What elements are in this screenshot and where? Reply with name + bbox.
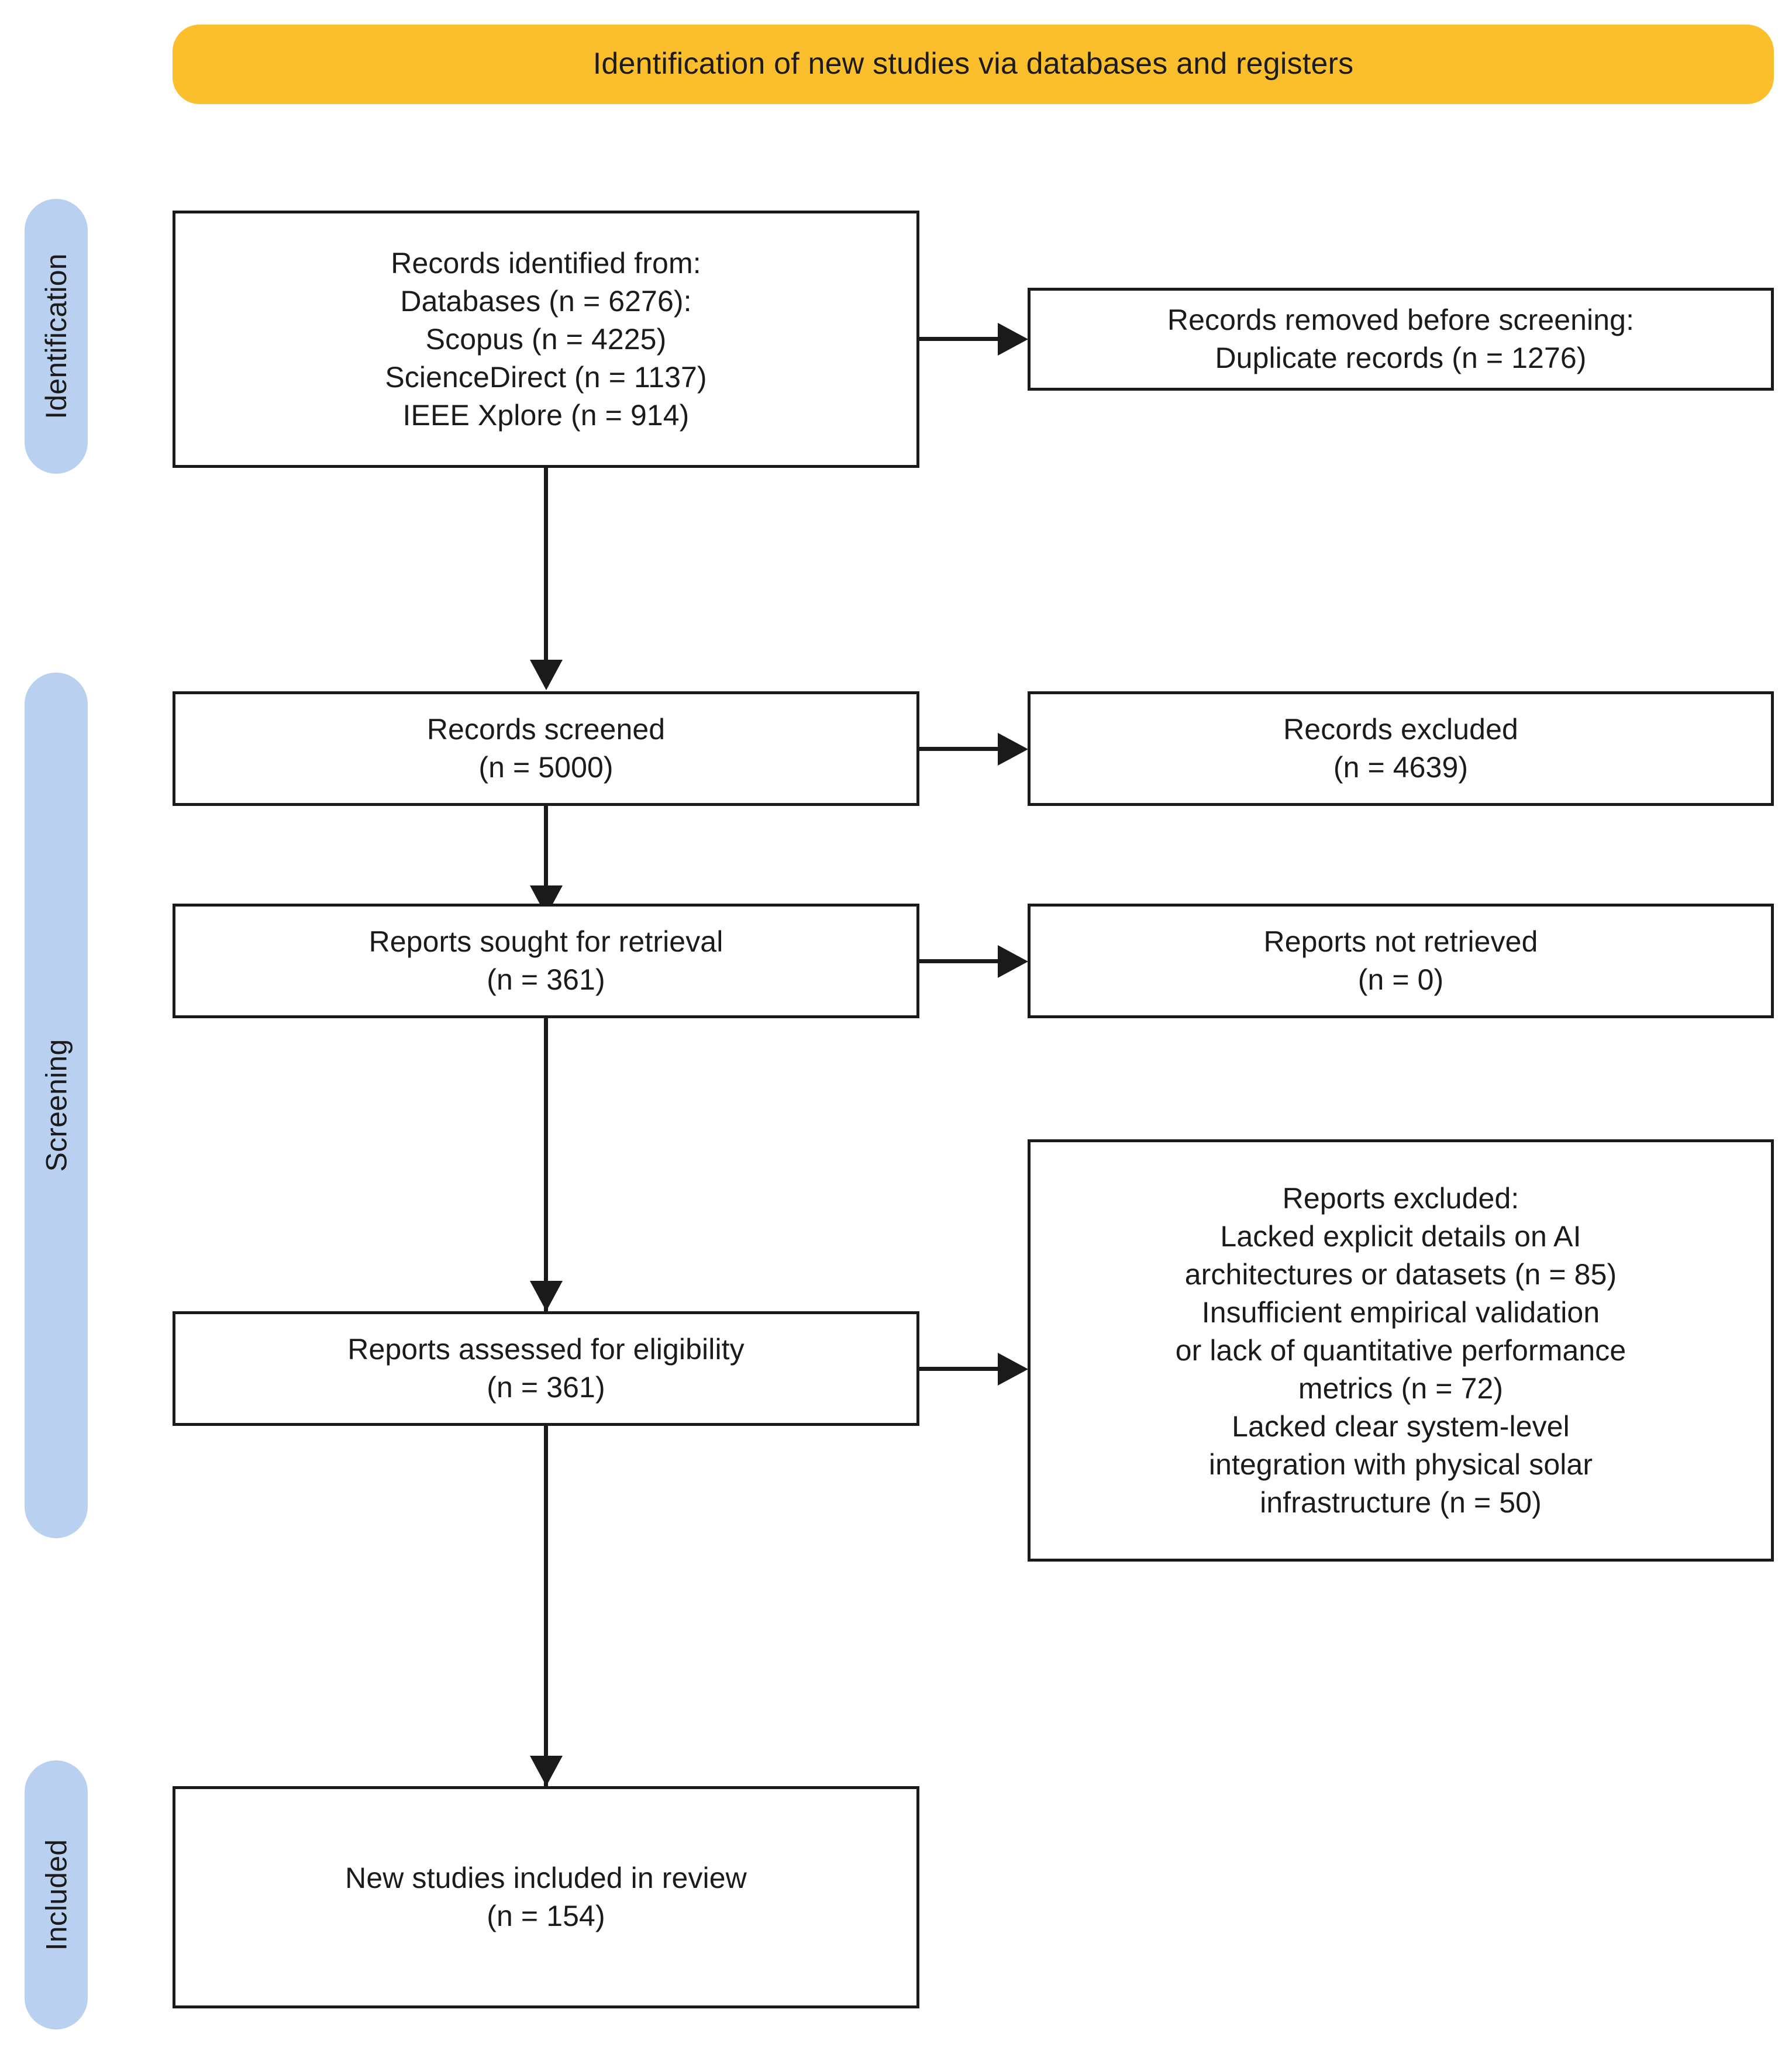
box-reports-sought-text: Reports sought for retrieval (n = 361) — [368, 925, 723, 996]
connector-identified-to-screened — [544, 468, 548, 661]
arrowhead-identified-to-screened — [530, 660, 563, 690]
box-records-identified: Records identified from: Databases (n = … — [173, 211, 919, 468]
arrowhead-sought-to-not-retrieved — [998, 945, 1028, 978]
box-studies-included-text: New studies included in review (n = 154) — [345, 1862, 747, 1932]
box-records-identified-text: Records identified from: Databases (n = … — [385, 246, 707, 432]
connector-screened-to-excluded — [919, 747, 998, 751]
diagram-header-banner: Identification of new studies via databa… — [173, 25, 1774, 104]
box-records-excluded: Records excluded (n = 4639) — [1028, 691, 1774, 806]
arrowhead-assessed-to-included — [530, 1756, 563, 1786]
box-records-screened: Records screened (n = 5000) — [173, 691, 919, 806]
box-records-removed: Records removed before screening: Duplic… — [1028, 288, 1774, 391]
box-reports-excluded-text: Reports excluded: Lacked explicit detail… — [1175, 1181, 1626, 1519]
connector-sought-to-not-retrieved — [919, 959, 998, 963]
box-reports-sought: Reports sought for retrieval (n = 361) — [173, 904, 919, 1018]
arrowhead-sought-to-assessed — [530, 1281, 563, 1311]
banner-title: Identification of new studies via databa… — [592, 47, 1354, 81]
box-reports-assessed: Reports assessed for eligibility (n = 36… — [173, 1311, 919, 1426]
phase-label-identification: Identification — [40, 253, 73, 419]
phase-bar-included: Included — [25, 1760, 88, 2029]
connector-assessed-to-excluded — [919, 1367, 998, 1371]
connector-sought-to-assessed — [544, 1018, 548, 1312]
arrowhead-assessed-to-excluded — [998, 1353, 1028, 1386]
box-reports-not-retrieved: Reports not retrieved (n = 0) — [1028, 904, 1774, 1018]
arrowhead-identified-to-removed — [998, 323, 1028, 356]
box-records-excluded-text: Records excluded (n = 4639) — [1283, 713, 1518, 784]
box-studies-included: New studies included in review (n = 154) — [173, 1786, 919, 2008]
arrowhead-screened-to-excluded — [998, 733, 1028, 766]
box-records-screened-text: Records screened (n = 5000) — [426, 713, 666, 784]
phase-label-screening: Screening — [40, 1039, 73, 1172]
connector-assessed-to-included — [544, 1426, 548, 1786]
box-reports-not-retrieved-text: Reports not retrieved (n = 0) — [1263, 925, 1538, 996]
phase-bar-identification: Identification — [25, 199, 88, 474]
connector-screened-to-sought — [544, 806, 548, 887]
phase-label-included: Included — [40, 1839, 73, 1951]
box-reports-excluded: Reports excluded: Lacked explicit detail… — [1028, 1139, 1774, 1562]
box-records-removed-text: Records removed before screening: Duplic… — [1167, 304, 1635, 374]
box-reports-assessed-text: Reports assessed for eligibility (n = 36… — [347, 1333, 745, 1404]
phase-bar-screening: Screening — [25, 673, 88, 1538]
connector-identified-to-removed — [919, 337, 998, 341]
